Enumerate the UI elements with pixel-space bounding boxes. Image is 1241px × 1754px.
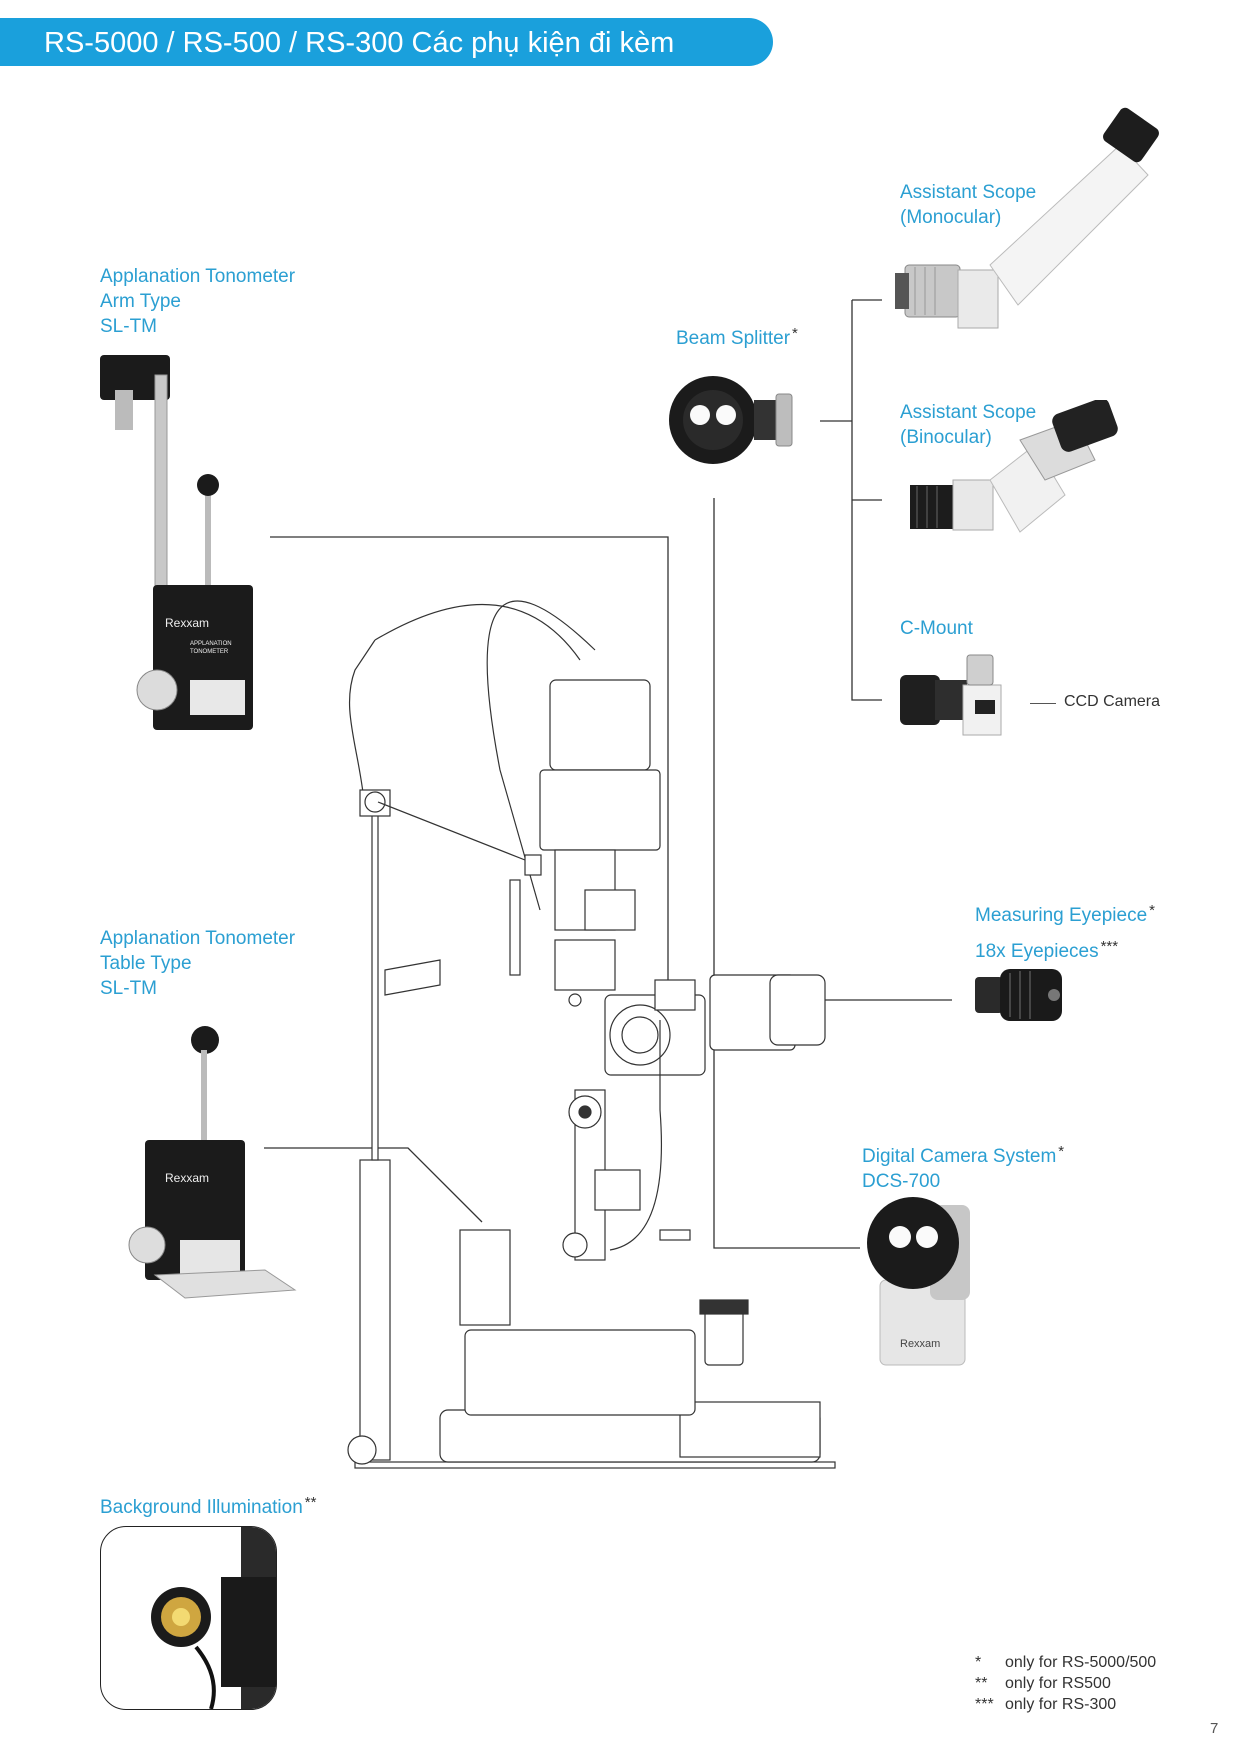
ccd-dash [1030,703,1056,704]
assistant-scope-mono-image [895,107,1159,329]
assistant-scope-mono-label: Assistant Scope (Monocular) [900,182,1037,228]
header-banner: RS-5000 / RS-500 / RS-300 Các phụ kiện đ… [0,18,773,66]
background-illumination-label: Background Illumination** [100,1494,317,1518]
page-title: RS-5000 / RS-500 / RS-300 Các phụ kiện đ… [44,27,675,59]
footnote: ***only for RS-300 [975,1696,1117,1713]
tonometer-table-image: Rexxam [128,1026,297,1299]
background-illumination-frame [100,1526,277,1710]
c-mount-label: C-Mount [900,618,973,639]
measuring-eyepiece-label: Measuring Eyepiece* [975,902,1155,926]
c-mount-image [900,654,1002,736]
svg-text:Rexxam: Rexxam [165,1171,209,1185]
footnotes: *only for RS-5000/500 **only for RS500 *… [975,1652,1156,1715]
beam-splitter-image [669,376,793,464]
assistant-scope-bino-label: Assistant Scope (Binocular) [900,402,1037,448]
svg-text:Rexxam: Rexxam [165,616,209,630]
page-number: 7 [1210,1720,1219,1737]
footnote: *only for RS-5000/500 [975,1654,1157,1671]
eyepiece-18x-label: 18x Eyepieces*** [975,938,1119,962]
tonometer-table-label: Applanation Tonometer Table Type SL-TM [100,928,296,999]
tonometer-arm-image: Rexxam APPLANATION TONOMETER [100,355,253,730]
assistant-scope-bino-image [910,400,1118,533]
background-illumination-image [151,1527,276,1709]
ccd-camera-label: CCD Camera [1064,693,1161,710]
svg-text:Rexxam: Rexxam [900,1338,940,1350]
digital-camera-image: Rexxam [867,1197,970,1366]
beam-splitter-label: Beam Splitter* [676,325,798,349]
svg-text:APPLANATION: APPLANATION [190,641,232,647]
tonometer-arm-label: Applanation Tonometer Arm Type SL-TM [100,266,296,337]
digital-camera-label: Digital Camera System* DCS-700 [862,1143,1065,1192]
slit-lamp-drawing [347,600,836,1469]
svg-text:TONOMETER: TONOMETER [190,649,229,655]
footnote: **only for RS500 [975,1675,1111,1692]
measuring-eyepiece-image [975,969,1062,1021]
